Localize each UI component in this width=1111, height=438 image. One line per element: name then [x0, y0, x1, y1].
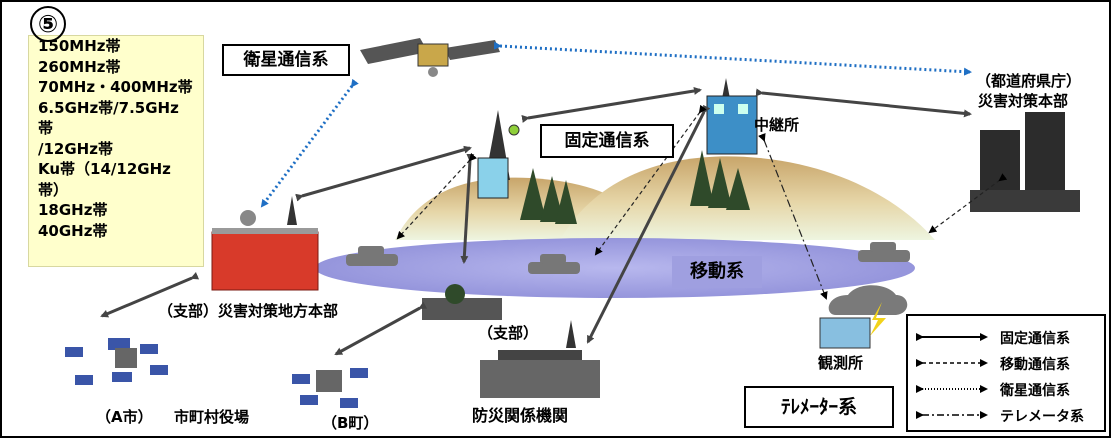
link-mobile-1	[396, 152, 478, 240]
relay-tower-icon	[706, 78, 758, 155]
tree-group-left	[520, 168, 577, 224]
legend-label: テレメータ系	[1000, 409, 1084, 425]
frequency-band-panel	[28, 35, 204, 267]
satellite-system-label: 衛星通信系	[222, 44, 350, 76]
legend-dashdot-line-icon	[916, 411, 988, 419]
branch-building-icon	[422, 284, 502, 320]
prefecture-label-line1: （都道府県庁）	[976, 72, 1082, 90]
frequency-band-list: 150MHz帯 260MHz帯 70MHz・400MHz帯 6.5GHz帯/7.…	[38, 36, 193, 241]
band-item: 6.5GHz帯/7.5GHz	[38, 98, 179, 117]
city-a-houses-icon	[65, 338, 168, 385]
legend-row: 移動通信系	[908, 352, 1104, 374]
link-satellite-regional	[260, 78, 359, 208]
link-fixed-station-relay	[521, 87, 702, 123]
legend-row: 固定通信系	[908, 326, 1104, 348]
legend-row: テレメータ系	[908, 404, 1104, 426]
regional-hq-label: （支部）災害対策地方本部	[158, 302, 339, 320]
city-a-label: （A市）	[96, 408, 153, 426]
link-mobile-2	[594, 104, 707, 256]
regional-hq-building-icon	[211, 196, 319, 291]
relay-label: 中継所	[754, 116, 800, 134]
legend-label: 固定通信系	[1000, 331, 1070, 347]
section-number-marker: ⑤	[30, 6, 66, 42]
legend-dashed-line-icon	[916, 359, 988, 367]
car-icon-3	[858, 242, 910, 262]
legend-row: 衛星通信系	[908, 378, 1104, 400]
link-mobile-3	[928, 173, 1008, 234]
fixed-station-icon	[477, 110, 520, 199]
mobile-system-label: 移動系	[672, 256, 762, 288]
prefecture-label-line2: 災害対策本部	[978, 92, 1069, 110]
telemeter-system-label: ﾃﾚﾒｰﾀｰ系	[744, 386, 894, 428]
line-style-legend: 固定通信系 移動通信系 衛星通信系 テレメータ系	[906, 314, 1106, 432]
link-relay-prefecture	[755, 88, 972, 118]
band-item: 150MHz帯	[38, 37, 121, 55]
observatory-icon	[819, 285, 908, 349]
satellite-icon	[360, 38, 500, 77]
link-regional-city	[100, 271, 200, 318]
band-item: 帯）	[38, 180, 69, 199]
legend-label: 移動通信系	[1000, 357, 1070, 373]
band-item: 帯	[38, 119, 54, 137]
band-item: 260MHz帯	[38, 57, 121, 76]
car-icon-1	[346, 246, 398, 266]
legend-solid-line-icon	[916, 333, 988, 341]
link-telemeter	[758, 132, 828, 300]
observatory-label: 観測所	[818, 354, 864, 372]
disaster-agency-label: 防災関係機関	[472, 406, 569, 425]
link-branch-town	[334, 301, 428, 356]
car-icon-2	[528, 254, 580, 274]
municipal-office-label: 市町村役場	[174, 408, 250, 426]
band-item: 18GHz帯	[38, 201, 108, 219]
link-satellite-prefecture	[493, 41, 972, 76]
fixed-system-label: 固定通信系	[540, 124, 674, 158]
legend-label: 衛星通信系	[1000, 383, 1070, 399]
band-item: 70MHz・400MHz帯	[38, 78, 193, 96]
town-b-label: （B町）	[322, 414, 379, 432]
town-b-houses-icon	[292, 368, 368, 408]
disaster-agency-building-icon	[480, 320, 600, 398]
legend-dotted-line-icon	[916, 385, 988, 393]
branch-label: （支部）	[478, 324, 539, 342]
band-item: 40GHz帯	[38, 221, 108, 240]
band-item: Ku帯（14/12GHz	[38, 160, 171, 178]
band-item: /12GHz帯	[38, 139, 113, 158]
